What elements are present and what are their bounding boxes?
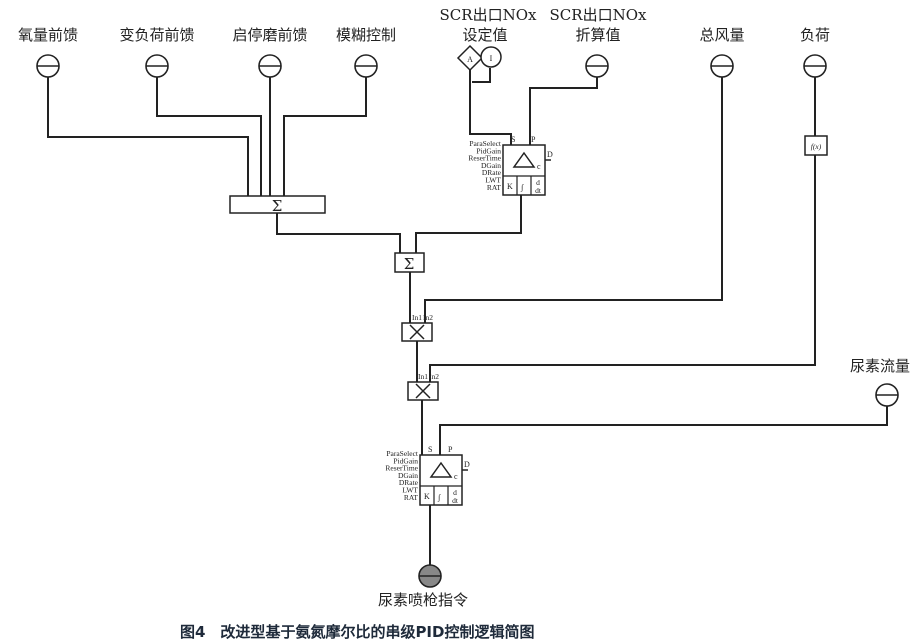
sum-block-feedforward: Σ (229, 195, 326, 215)
label-urea-gun-command: 尿素喷枪指令 (378, 591, 468, 609)
svg-text:Σ: Σ (272, 197, 283, 215)
label-load: 负荷 (800, 26, 830, 44)
svg-text:In2: In2 (423, 313, 433, 322)
cell-k: K (424, 492, 430, 501)
port-p: P (448, 445, 453, 454)
cell-k: K (507, 182, 513, 191)
label-nox-setpoint-1: SCR出口NOx (440, 6, 537, 24)
figure-caption: 图4 改进型基于氨氮摩尔比的串级PID控制逻辑简图 (180, 623, 534, 641)
port-d: D (547, 150, 553, 159)
pid-port-label: ParaSelect (386, 449, 419, 458)
cell-deriv-den: dt (452, 496, 459, 505)
port-s: S (428, 445, 432, 454)
cell-integral: ∫ (520, 183, 524, 192)
pid-port-label: ReserTime (468, 154, 501, 163)
label-total-air: 总风量 (699, 26, 744, 44)
pid-port-label: DRate (399, 478, 419, 487)
pid-block-outer: S P DcK ∫ ddt ParaSelectPidGainReserTimeDGain… (468, 135, 553, 196)
label-urea-flow: 尿素流量 (850, 357, 910, 375)
input-total-air-icon (710, 54, 734, 78)
pid-port-label: DGain (398, 471, 418, 480)
triangle-icon (512, 151, 536, 168)
svg-text:I: I (490, 54, 493, 63)
setpoint-node: A I (456, 44, 502, 72)
svg-text:Σ: Σ (404, 255, 415, 273)
label-o2-feedforward: 氧量前馈 (18, 26, 78, 44)
port-d: D (464, 460, 470, 469)
sum-block-main: Σ (394, 252, 425, 273)
cell-integral: ∫ (437, 493, 441, 502)
port-s: S (511, 135, 515, 144)
pid-port-label: ReserTime (385, 464, 418, 473)
input-fuzzy-icon (354, 54, 378, 78)
label-load-change-feedforward: 变负荷前馈 (119, 26, 194, 44)
pid-port-label: LWT (485, 176, 501, 185)
port-c: c (537, 162, 541, 171)
pid-port-label: RAT (487, 183, 502, 192)
svg-text:In1: In1 (412, 313, 422, 322)
input-mill-icon (258, 54, 282, 78)
pid-port-label: PidGain (393, 456, 418, 465)
cell-deriv-num: d (536, 178, 540, 187)
input-nox-converted-icon (585, 54, 609, 78)
label-fuzzy-control: 模糊控制 (336, 26, 396, 44)
svg-text:In1: In1 (418, 372, 428, 381)
pid-port-label: LWT (402, 486, 418, 495)
svg-text:A: A (467, 55, 473, 64)
multiplier-total-air: In1 In2 (401, 313, 433, 342)
triangle-icon (429, 461, 453, 478)
pid-port-label: RAT (404, 493, 419, 502)
label-nox-setpoint-2: 设定值 (462, 26, 507, 44)
pid-port-label: ParaSelect (469, 139, 502, 148)
svg-text:In2: In2 (429, 372, 439, 381)
multiplier-load: In1 In2 (407, 372, 439, 401)
port-c: c (454, 472, 458, 481)
cell-deriv-num: d (453, 488, 457, 497)
pid-port-label: DRate (482, 168, 502, 177)
cell-deriv-den: dt (535, 186, 542, 195)
wires (47, 68, 888, 565)
port-p: P (531, 135, 536, 144)
pid-body (502, 144, 546, 196)
pid-port-label: DGain (481, 161, 501, 170)
label-mill-feedforward: 启停磨前馈 (232, 26, 307, 44)
input-o2-icon (36, 54, 60, 78)
input-urea-flow-icon (875, 383, 899, 407)
svg-text:f(x): f(x) (811, 142, 822, 151)
input-load-change-icon (145, 54, 169, 78)
function-block-fx: f(x) (804, 135, 828, 156)
output-urea-gun-icon (418, 564, 442, 588)
input-load-icon (803, 54, 827, 78)
pid-port-label: PidGain (476, 146, 501, 155)
label-nox-converted-2: 折算值 (575, 26, 620, 44)
label-nox-converted-1: SCR出口NOx (550, 6, 647, 24)
pid-block-inner: S P DcK ∫ ddt ParaSelectPidGainReserTimeDGain… (385, 445, 470, 506)
